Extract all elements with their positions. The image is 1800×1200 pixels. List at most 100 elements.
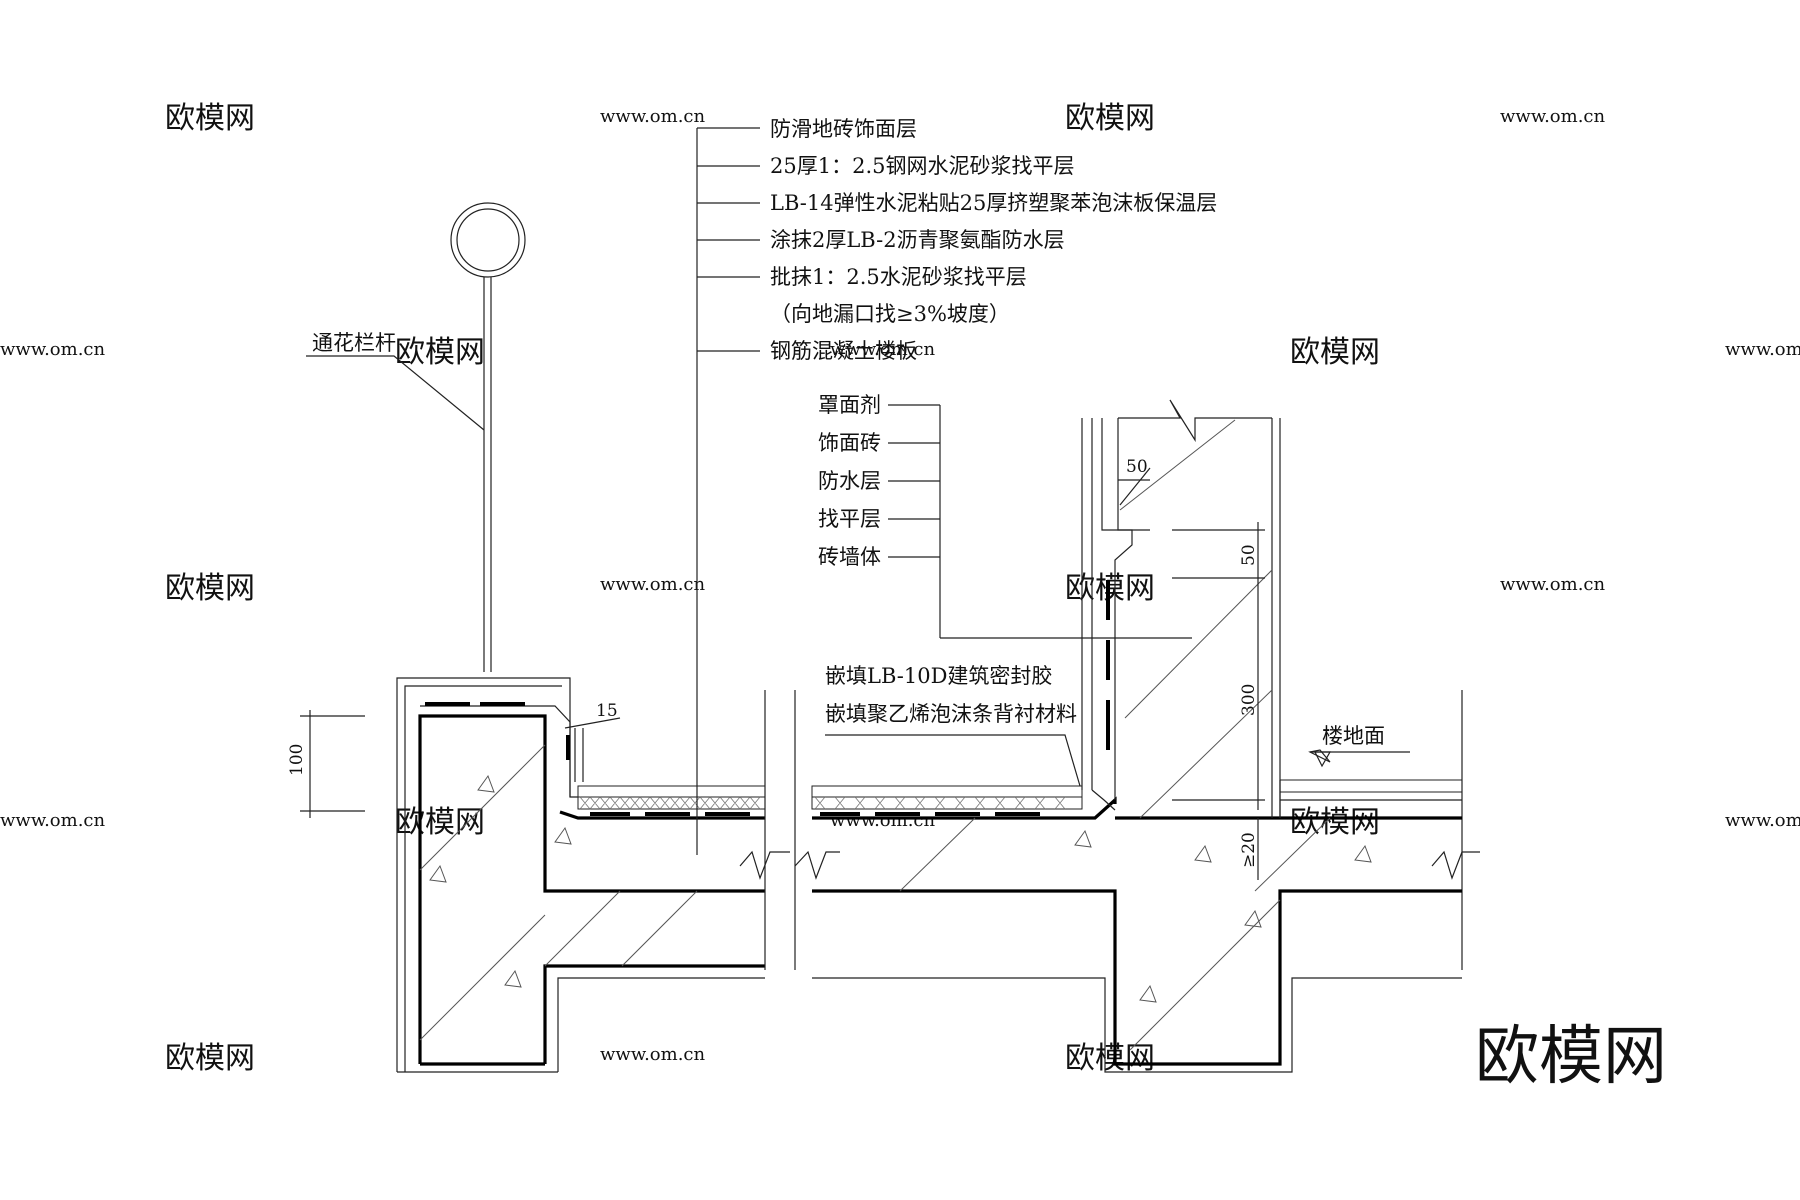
curb-top-waterproof — [420, 705, 578, 798]
wall-hatch — [1124, 569, 1273, 719]
aggregate-mark — [1139, 984, 1157, 1003]
wall-notes-leader — [888, 404, 1192, 639]
layer-notes: 防滑地砖饰面层 25厚1：2.5钢网水泥砂浆找平层 LB-14弹性水泥粘贴25厚… — [770, 117, 1217, 363]
watermark-brand: 欧模网 — [165, 101, 255, 136]
wall-plaster-line — [1101, 418, 1133, 800]
aggregate-mark — [1244, 909, 1262, 928]
watermark-url: www.om.cn — [1725, 810, 1800, 831]
parapet-curb — [396, 677, 765, 1073]
watermark-brand: 欧模网 — [1065, 101, 1155, 136]
concrete-hatch — [621, 890, 698, 967]
wall-note-4: 找平层 — [818, 507, 881, 531]
dim-curb-height-text: 100 — [287, 744, 307, 776]
floor-buildup-right — [811, 785, 1117, 820]
curb-concrete-outline — [418, 714, 765, 1064]
watermark-url: www.om.cn — [1500, 106, 1606, 127]
insulation-crosshatch — [579, 796, 761, 810]
watermark-brand: 欧模网 — [165, 571, 255, 606]
slab-top-right — [812, 796, 1117, 820]
sealant-leader — [825, 734, 1081, 787]
sealant-note-1: 嵌填LB-10D建筑密封胶 — [825, 664, 1052, 688]
dim-joint-gap-text: 15 — [596, 701, 618, 721]
aggregate-mark — [1074, 829, 1092, 848]
watermark-brand: 欧模网 — [395, 335, 485, 370]
layer-note-2: 25厚1：2.5钢网水泥砂浆找平层 — [770, 154, 1074, 178]
watermark-brand: 欧模网 — [1290, 335, 1380, 370]
watermark-url: www.om.cn — [0, 810, 106, 831]
slab-underside-finish-left — [557, 977, 765, 1072]
watermark-url: www.om.cn — [600, 106, 706, 127]
wall-hatch — [1139, 689, 1273, 819]
sealant-notes: 嵌填LB-10D建筑密封胶 嵌填聚乙烯泡沫条背衬材料 — [825, 664, 1081, 787]
watermark-url: www.om.cn — [600, 1044, 706, 1065]
aggregate-mark — [504, 969, 522, 988]
railing-leader — [306, 355, 485, 431]
concrete-hatch — [544, 890, 621, 967]
floor-label: 楼地面 — [1322, 724, 1385, 748]
insulation-layer — [811, 796, 1083, 810]
tile-layer — [577, 785, 766, 798]
concrete-hatch — [1254, 817, 1331, 892]
aggregate-mark — [477, 774, 495, 793]
railing-handrail-outer — [450, 202, 526, 278]
railing — [450, 202, 526, 672]
floor-buildup-left — [559, 785, 766, 820]
watermark-brand: 欧模网 — [1290, 805, 1380, 840]
floor-level-marker: 楼地面 — [1308, 724, 1410, 768]
concrete-hatch — [899, 817, 976, 892]
wall-notes: 罩面剂 饰面砖 防水层 找平层 砖墙体 — [818, 393, 881, 569]
dim-upturn-height-text: 300 — [1239, 684, 1259, 716]
slab-underside-finish-right — [812, 977, 1462, 1073]
insulation-crosshatch — [814, 796, 1066, 810]
wall-note-2: 饰面砖 — [818, 431, 881, 455]
tile-layer — [811, 785, 1083, 798]
watermark-brand: 欧模网 — [1065, 1041, 1155, 1076]
watermark-url: www.om.cn — [600, 574, 706, 595]
watermark-layer: 欧模网 www.om.cn 欧模网 www.om.cn www.om.cn 欧模… — [0, 101, 1800, 1076]
watermark-url: www.om.cn — [0, 339, 106, 360]
dim-joint-gap: 15 — [564, 701, 621, 782]
wall-note-1: 罩面剂 — [818, 393, 881, 417]
aggregate-mark — [429, 864, 447, 883]
sealant-note-2: 嵌填聚乙烯泡沫条背衬材料 — [825, 702, 1077, 726]
dim-curb-height: 100 — [287, 710, 365, 818]
aggregate-mark — [1354, 844, 1372, 863]
curb-finish-inner — [404, 685, 562, 1072]
concrete-hatch — [1129, 899, 1281, 1051]
layer-note-4: 涂抹2厚LB-2沥青聚氨酯防水层 — [770, 228, 1065, 252]
layer-note-1: 防滑地砖饰面层 — [770, 117, 917, 141]
layer-notes-leader — [696, 127, 760, 855]
aggregate-mark — [1194, 844, 1212, 863]
floor-slab — [812, 816, 1462, 1073]
layer-note-5: 批抹1：2.5水泥砂浆找平层 — [770, 265, 1027, 289]
brand-watermark: 欧模网 — [1475, 1020, 1667, 1094]
watermark-brand: 欧模网 — [395, 805, 485, 840]
wall-hatch — [1119, 419, 1236, 511]
concrete-hatch — [419, 914, 546, 1041]
railing-label: 通花栏杆 — [312, 331, 396, 355]
watermark-brand: 欧模网 — [165, 1041, 255, 1076]
watermark-url: www.om.cn — [1500, 574, 1606, 595]
slab-bottom-right — [812, 889, 1462, 1066]
layer-note-6: （向地漏口找≥3%坡度） — [770, 302, 1010, 326]
slab-top-left — [559, 810, 765, 820]
dim-floor-drop-text: ≥20 — [1239, 832, 1259, 868]
aggregate-mark — [554, 826, 572, 845]
wall-note-3: 防水层 — [818, 469, 881, 493]
layer-note-3: LB-14弹性水泥粘贴25厚挤塑聚苯泡沫板保温层 — [770, 191, 1217, 215]
dim-wall-height: 50 300 ≥20 — [1172, 522, 1265, 880]
break-lines — [739, 690, 1480, 970]
dim-wall-notch: 50 — [1118, 457, 1151, 506]
watermark-url: www.om.cn — [830, 339, 936, 360]
wall-note-5: 砖墙体 — [818, 545, 881, 569]
brick-wall — [1081, 399, 1281, 819]
dim-notch-height-text: 50 — [1239, 544, 1259, 566]
railing-handrail-inner — [456, 208, 520, 272]
dim-notch-width-text: 50 — [1126, 457, 1148, 477]
wall-break-line — [1118, 399, 1272, 443]
concrete-hatch — [419, 744, 546, 871]
layer-note-7: 钢筋混凝土楼板 — [770, 339, 917, 363]
watermark-url: www.om.cn — [1725, 339, 1800, 360]
wall-notch-outline — [1117, 418, 1150, 531]
